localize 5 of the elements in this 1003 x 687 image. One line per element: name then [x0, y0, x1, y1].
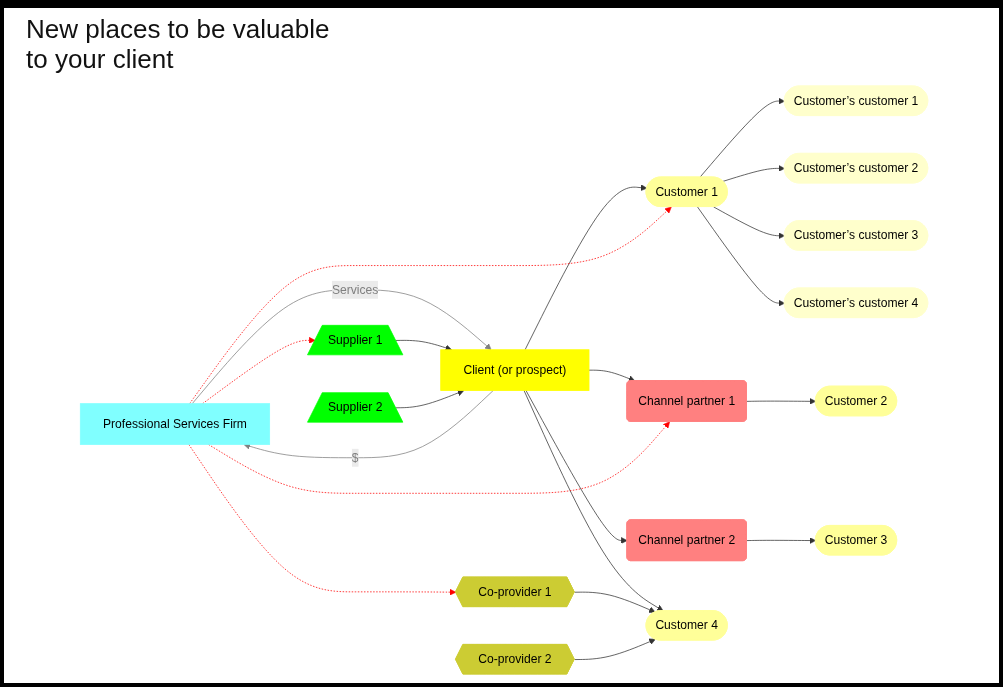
- edge-label: Services: [331, 282, 379, 296]
- diagram-title: New places to be valuable to your client: [26, 14, 331, 74]
- edge-label: $: [351, 450, 359, 464]
- node-box: Client (or prospect): [440, 349, 590, 391]
- node-box: Professional Services Firm: [79, 403, 271, 445]
